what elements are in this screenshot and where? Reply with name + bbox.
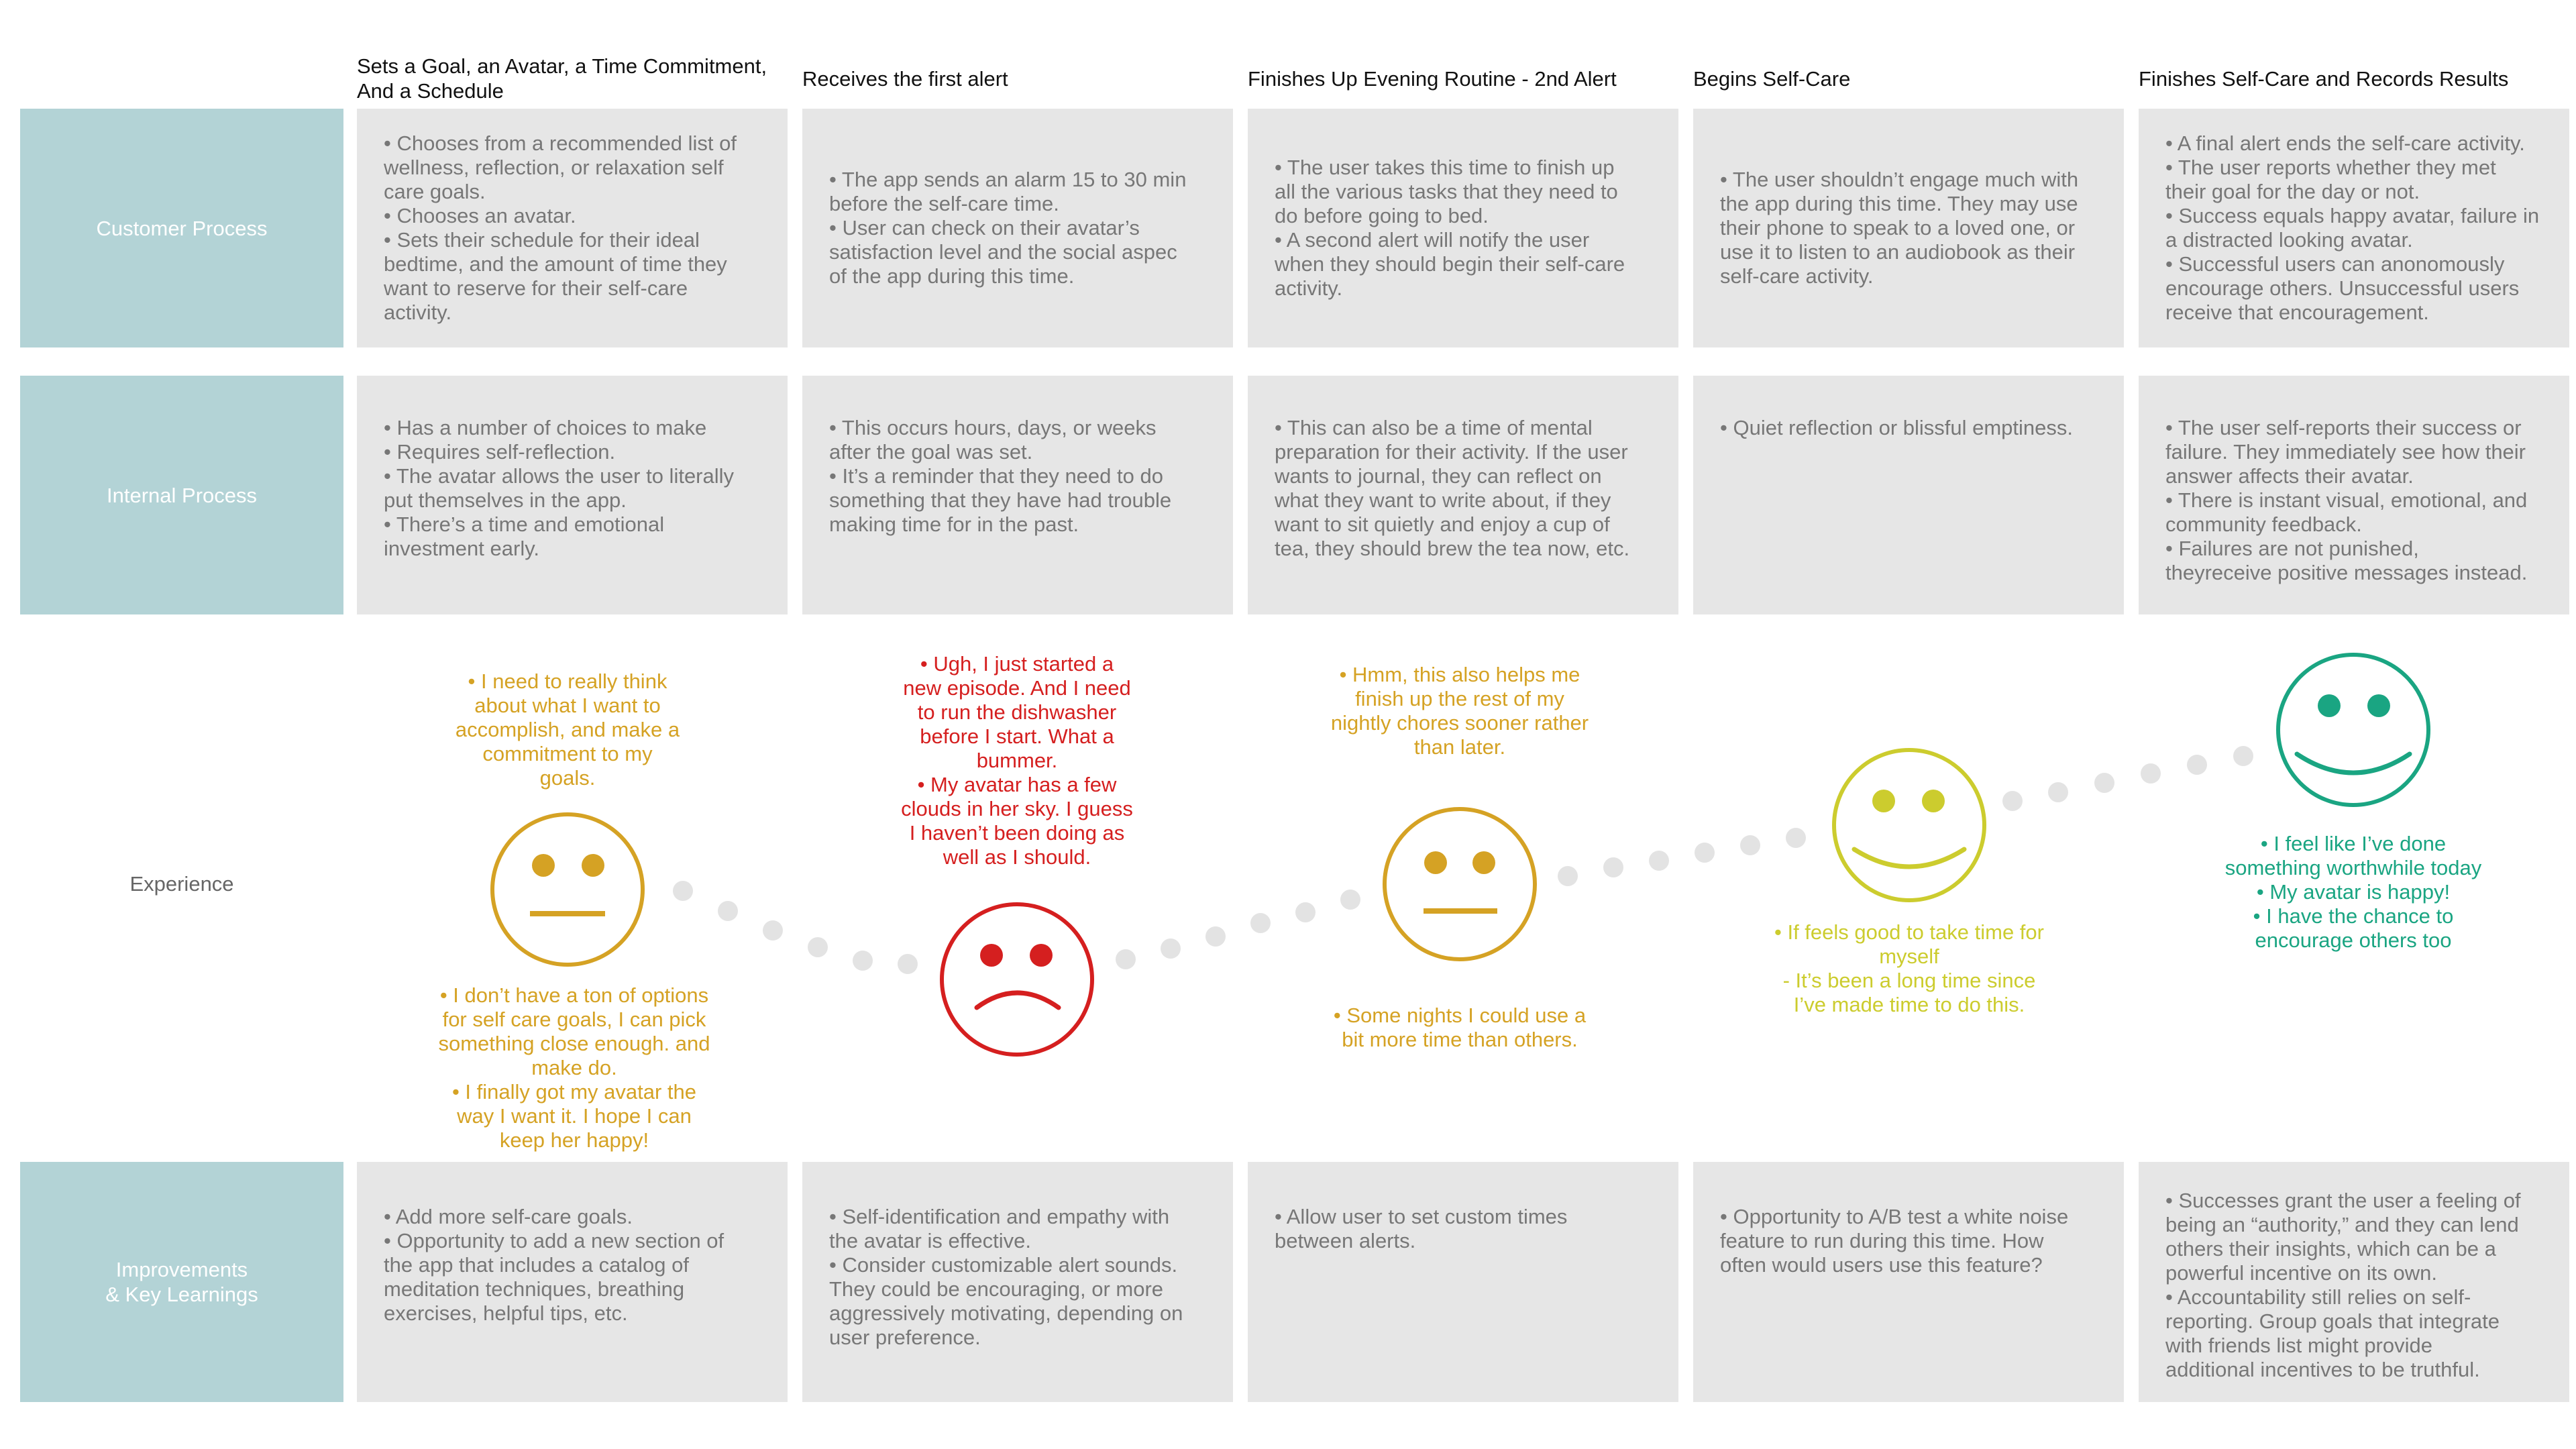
internal-process-cell-1: • Has a number of choices to make • Requ…	[357, 376, 788, 614]
neutral-face-icon	[1383, 807, 1537, 961]
experience-quote-above-3: • Hmm, this also helps me finish up the …	[1330, 663, 1589, 759]
improvements-cell-4: • Opportunity to A/B test a white noise …	[1693, 1162, 2124, 1402]
internal-process-cell-2: • This occurs hours, days, or weeks afte…	[802, 376, 1233, 614]
column-header-5: Finishes Self-Care and Records Results	[2139, 67, 2509, 91]
happy-face-icon	[2276, 653, 2430, 807]
experience-quote-below-3: • Some nights I could use a bit more tim…	[1333, 1004, 1587, 1051]
customer-process-cell-2: • The app sends an alarm 15 to 30 min be…	[802, 109, 1233, 347]
customer-process-cell-5: • A final alert ends the self-care activ…	[2139, 109, 2569, 347]
internal-process-cell-5: • The user self-reports their success or…	[2139, 376, 2569, 614]
row-label-internal-process: Internal Process	[20, 376, 343, 614]
customer-process-cell-1: • Chooses from a recommended list of wel…	[357, 109, 788, 347]
column-header-3: Finishes Up Evening Routine - 2nd Alert	[1248, 67, 1617, 91]
improvements-cell-2: • Self-identification and empathy with t…	[802, 1162, 1233, 1402]
experience-quote-below-1: • I don’t have a ton of options for self…	[438, 983, 710, 1152]
experience-quote-below-4: • If feels good to take time for myself …	[1774, 920, 2044, 1016]
experience-quote-below-5: • I feel like I’ve done something worthw…	[2224, 832, 2482, 952]
experience-quote-above-2: • Ugh, I just started a new episode. And…	[901, 652, 1133, 869]
improvements-cell-3: • Allow user to set custom times between…	[1248, 1162, 1678, 1402]
sad-face-icon	[940, 902, 1094, 1057]
customer-process-cell-3: • The user takes this time to finish up …	[1248, 109, 1678, 347]
internal-process-cell-3: • This can also be a time of mental prep…	[1248, 376, 1678, 614]
customer-process-cell-4: • The user shouldn’t engage much with th…	[1693, 109, 2124, 347]
row-label-customer-process: Customer Process	[20, 109, 343, 347]
improvements-cell-1: • Add more self-care goals. • Opportunit…	[357, 1162, 788, 1402]
neutral-face-icon	[490, 812, 645, 967]
column-header-2: Receives the first alert	[802, 67, 1008, 91]
row-label-experience: Experience	[129, 871, 234, 896]
internal-process-cell-4: • Quiet reflection or blissful emptiness…	[1693, 376, 2124, 614]
happy-face-icon	[1832, 748, 1986, 902]
column-header-1: Sets a Goal, an Avatar, a Time Commitmen…	[357, 54, 767, 103]
column-header-4: Begins Self-Care	[1693, 67, 1851, 91]
experience-quote-above-1: • I need to really think about what I wa…	[455, 669, 680, 790]
improvements-cell-5: • Successes grant the user a feeling of …	[2139, 1162, 2569, 1402]
row-label-improvements: Improvements & Key Learnings	[20, 1162, 343, 1402]
mood-connector-dots	[673, 746, 2253, 974]
